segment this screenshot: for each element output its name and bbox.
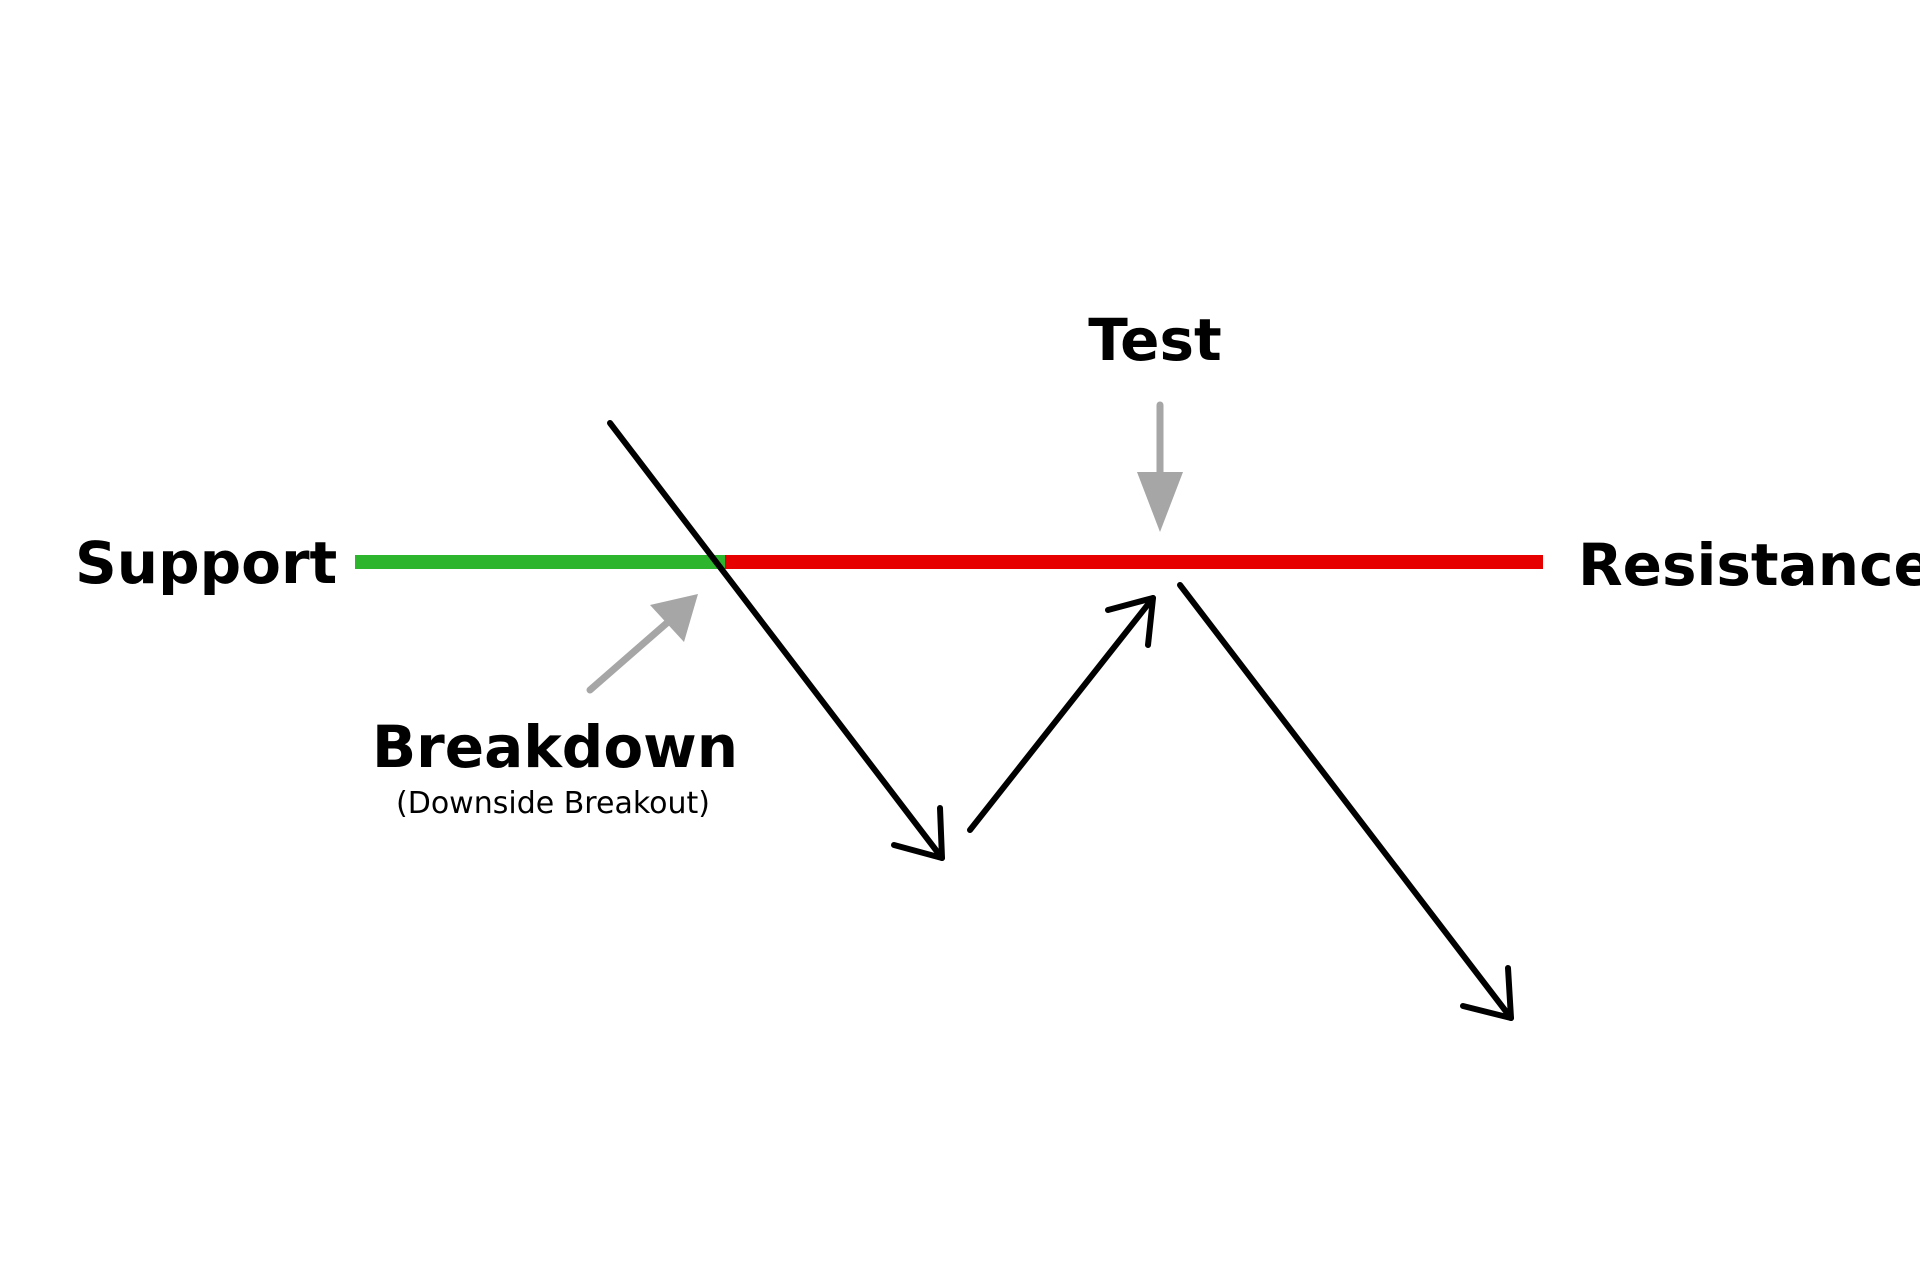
resistance-label: Resistance (1578, 531, 1920, 599)
breakdown-sublabel: (Downside Breakout) (396, 786, 710, 821)
breakdown-pointer-arrow-icon (586, 594, 698, 694)
breakdown-label: Breakdown (372, 713, 738, 781)
test-label: Test (1088, 306, 1221, 374)
continuation-arrow-icon (1177, 582, 1514, 1021)
support-label: Support (75, 529, 337, 597)
price-path (607, 420, 1514, 1021)
downtrend-arrow-icon (607, 420, 945, 861)
test-pointer-arrow-icon (1137, 401, 1183, 532)
rebound-arrow-icon (967, 595, 1156, 833)
